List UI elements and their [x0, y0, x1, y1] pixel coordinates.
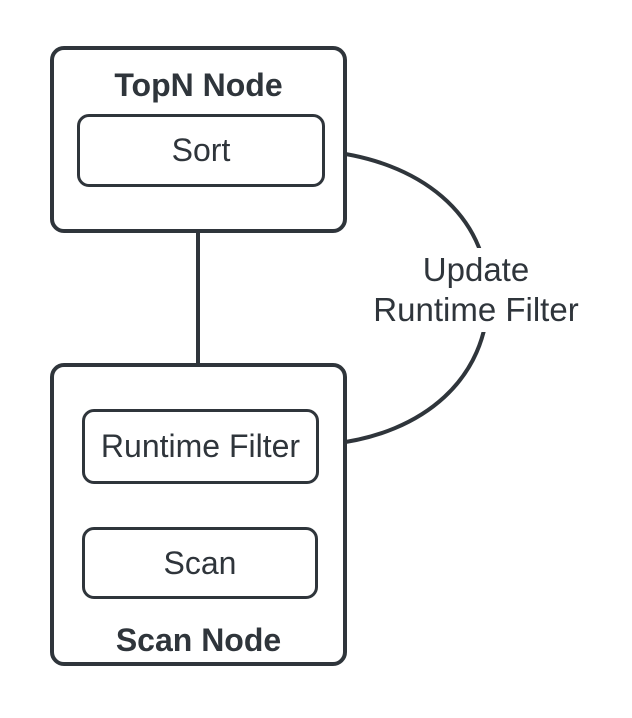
- sort-operator-label: Sort: [171, 132, 231, 168]
- edge-label-update-runtime-filter: Update Runtime Filter: [346, 248, 606, 332]
- runtime-filter-operator-label: Runtime Filter: [100, 428, 301, 464]
- scan-node-title: Scan Node: [115, 622, 282, 658]
- runtime-filter-operator-box: Runtime Filter: [82, 409, 319, 484]
- scan-node: Runtime Filter Scan Scan Node: [50, 363, 347, 666]
- sort-operator-box: Sort: [77, 114, 325, 187]
- scan-operator-label: Scan: [163, 544, 237, 581]
- topn-node: TopN Node Sort: [50, 46, 347, 233]
- scan-operator-box: Scan: [82, 527, 318, 599]
- topn-node-title: TopN Node: [114, 67, 283, 103]
